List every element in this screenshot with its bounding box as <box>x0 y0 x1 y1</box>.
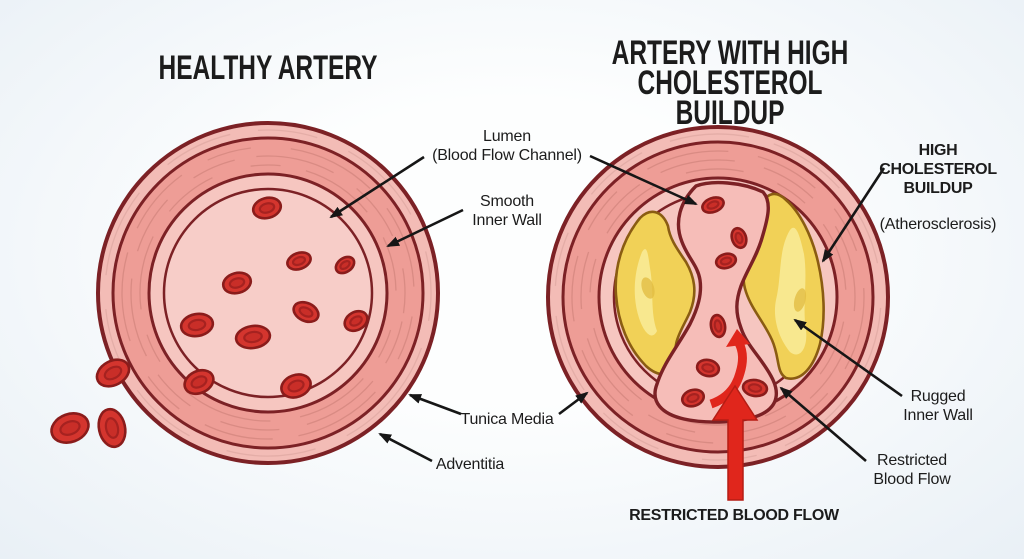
red-blood-cell <box>95 358 131 388</box>
adventitia-label: Adventitia <box>435 456 505 473</box>
label-pointers <box>329 154 903 463</box>
red-blood-cell <box>292 300 320 324</box>
tunica-fiber-texture <box>589 168 847 426</box>
red-blood-cell <box>695 358 721 378</box>
smooth-inner-wall-pointer <box>386 208 464 248</box>
red-blood-cell <box>730 226 748 250</box>
restricted-blood-flow-pointer <box>779 386 867 462</box>
red-blood-cells <box>179 196 369 399</box>
high-cholesterol-label-main: HIGH CHOLESTEROL BUILDUP <box>879 142 997 197</box>
red-blood-cell <box>183 368 215 396</box>
red-blood-cell <box>280 373 312 399</box>
red-blood-cell <box>701 196 725 214</box>
red-blood-cell <box>234 324 272 350</box>
red-blood-cell <box>709 313 727 339</box>
lumen-pointer-left <box>329 155 425 219</box>
red-blood-cell <box>714 252 738 270</box>
curved-flow-arrow <box>709 329 750 409</box>
high-cholesterol-label: HIGH CHOLESTEROL BUILDUP (Atherosclerosi… <box>858 123 1018 253</box>
tunica-media-pointer-right <box>558 391 589 416</box>
tunica-fiber-texture <box>580 159 856 435</box>
smooth-inner-wall-label: Smooth Inner Wall <box>472 193 542 229</box>
restricted-blood-flow-label: Restricted Blood Flow <box>873 452 951 488</box>
restricted-blood-flow-caption: RESTRICTED BLOOD FLOW <box>629 507 839 524</box>
channel-red-blood-cells <box>680 196 769 408</box>
curved-flow-arrow-shaft <box>709 340 747 409</box>
adventitia-fiber-texture <box>104 129 432 457</box>
red-blood-cell <box>50 412 90 444</box>
adventitia-fiber-texture <box>554 133 882 461</box>
left-artery-title: HEALTHY ARTERY <box>158 49 378 87</box>
rugged-inner-wall-label: Rugged Inner Wall <box>903 388 973 424</box>
curved-flow-arrow-head <box>726 329 750 347</box>
plaque-shadow-patch <box>793 288 807 312</box>
high-cholesterol-pointer <box>821 167 886 263</box>
red-blood-cell <box>286 251 312 271</box>
atherosclerosis-sublabel: (Atherosclerosis) <box>879 216 997 233</box>
red-blood-cell <box>680 388 706 408</box>
cholesterol-plaque-left <box>614 210 696 376</box>
lumen-area <box>162 187 374 399</box>
red-blood-cell <box>741 378 769 398</box>
healthy-artery-graphic <box>96 121 440 465</box>
red-blood-cell <box>179 312 215 338</box>
red-blood-cell <box>97 407 127 449</box>
red-blood-cell <box>221 271 253 295</box>
external-red-blood-cells <box>50 358 131 449</box>
adventitia-pointer <box>378 432 433 463</box>
restricted-flow-arrow <box>711 384 759 501</box>
tunica-media-label: Tunica Media <box>460 411 554 428</box>
right-artery-title: ARTERY WITH HIGH CHOLESTEROL BUILDUP <box>611 34 849 132</box>
tunica-fiber-texture <box>121 146 415 440</box>
rugged-inner-wall-pointer <box>793 318 903 398</box>
tunica-fiber-texture <box>571 150 865 444</box>
diseased-artery-graphic <box>546 125 890 469</box>
lumen-label: Lumen (Blood Flow Channel) <box>432 128 582 164</box>
red-blood-cell <box>334 255 356 275</box>
lumen-pointer-right <box>589 154 698 206</box>
plaque-shadow-patch <box>641 277 655 299</box>
tunica-media-pointer-left <box>408 393 462 416</box>
red-blood-cell <box>343 309 369 333</box>
red-blood-cell <box>251 196 283 220</box>
tunica-fiber-texture <box>139 164 397 422</box>
